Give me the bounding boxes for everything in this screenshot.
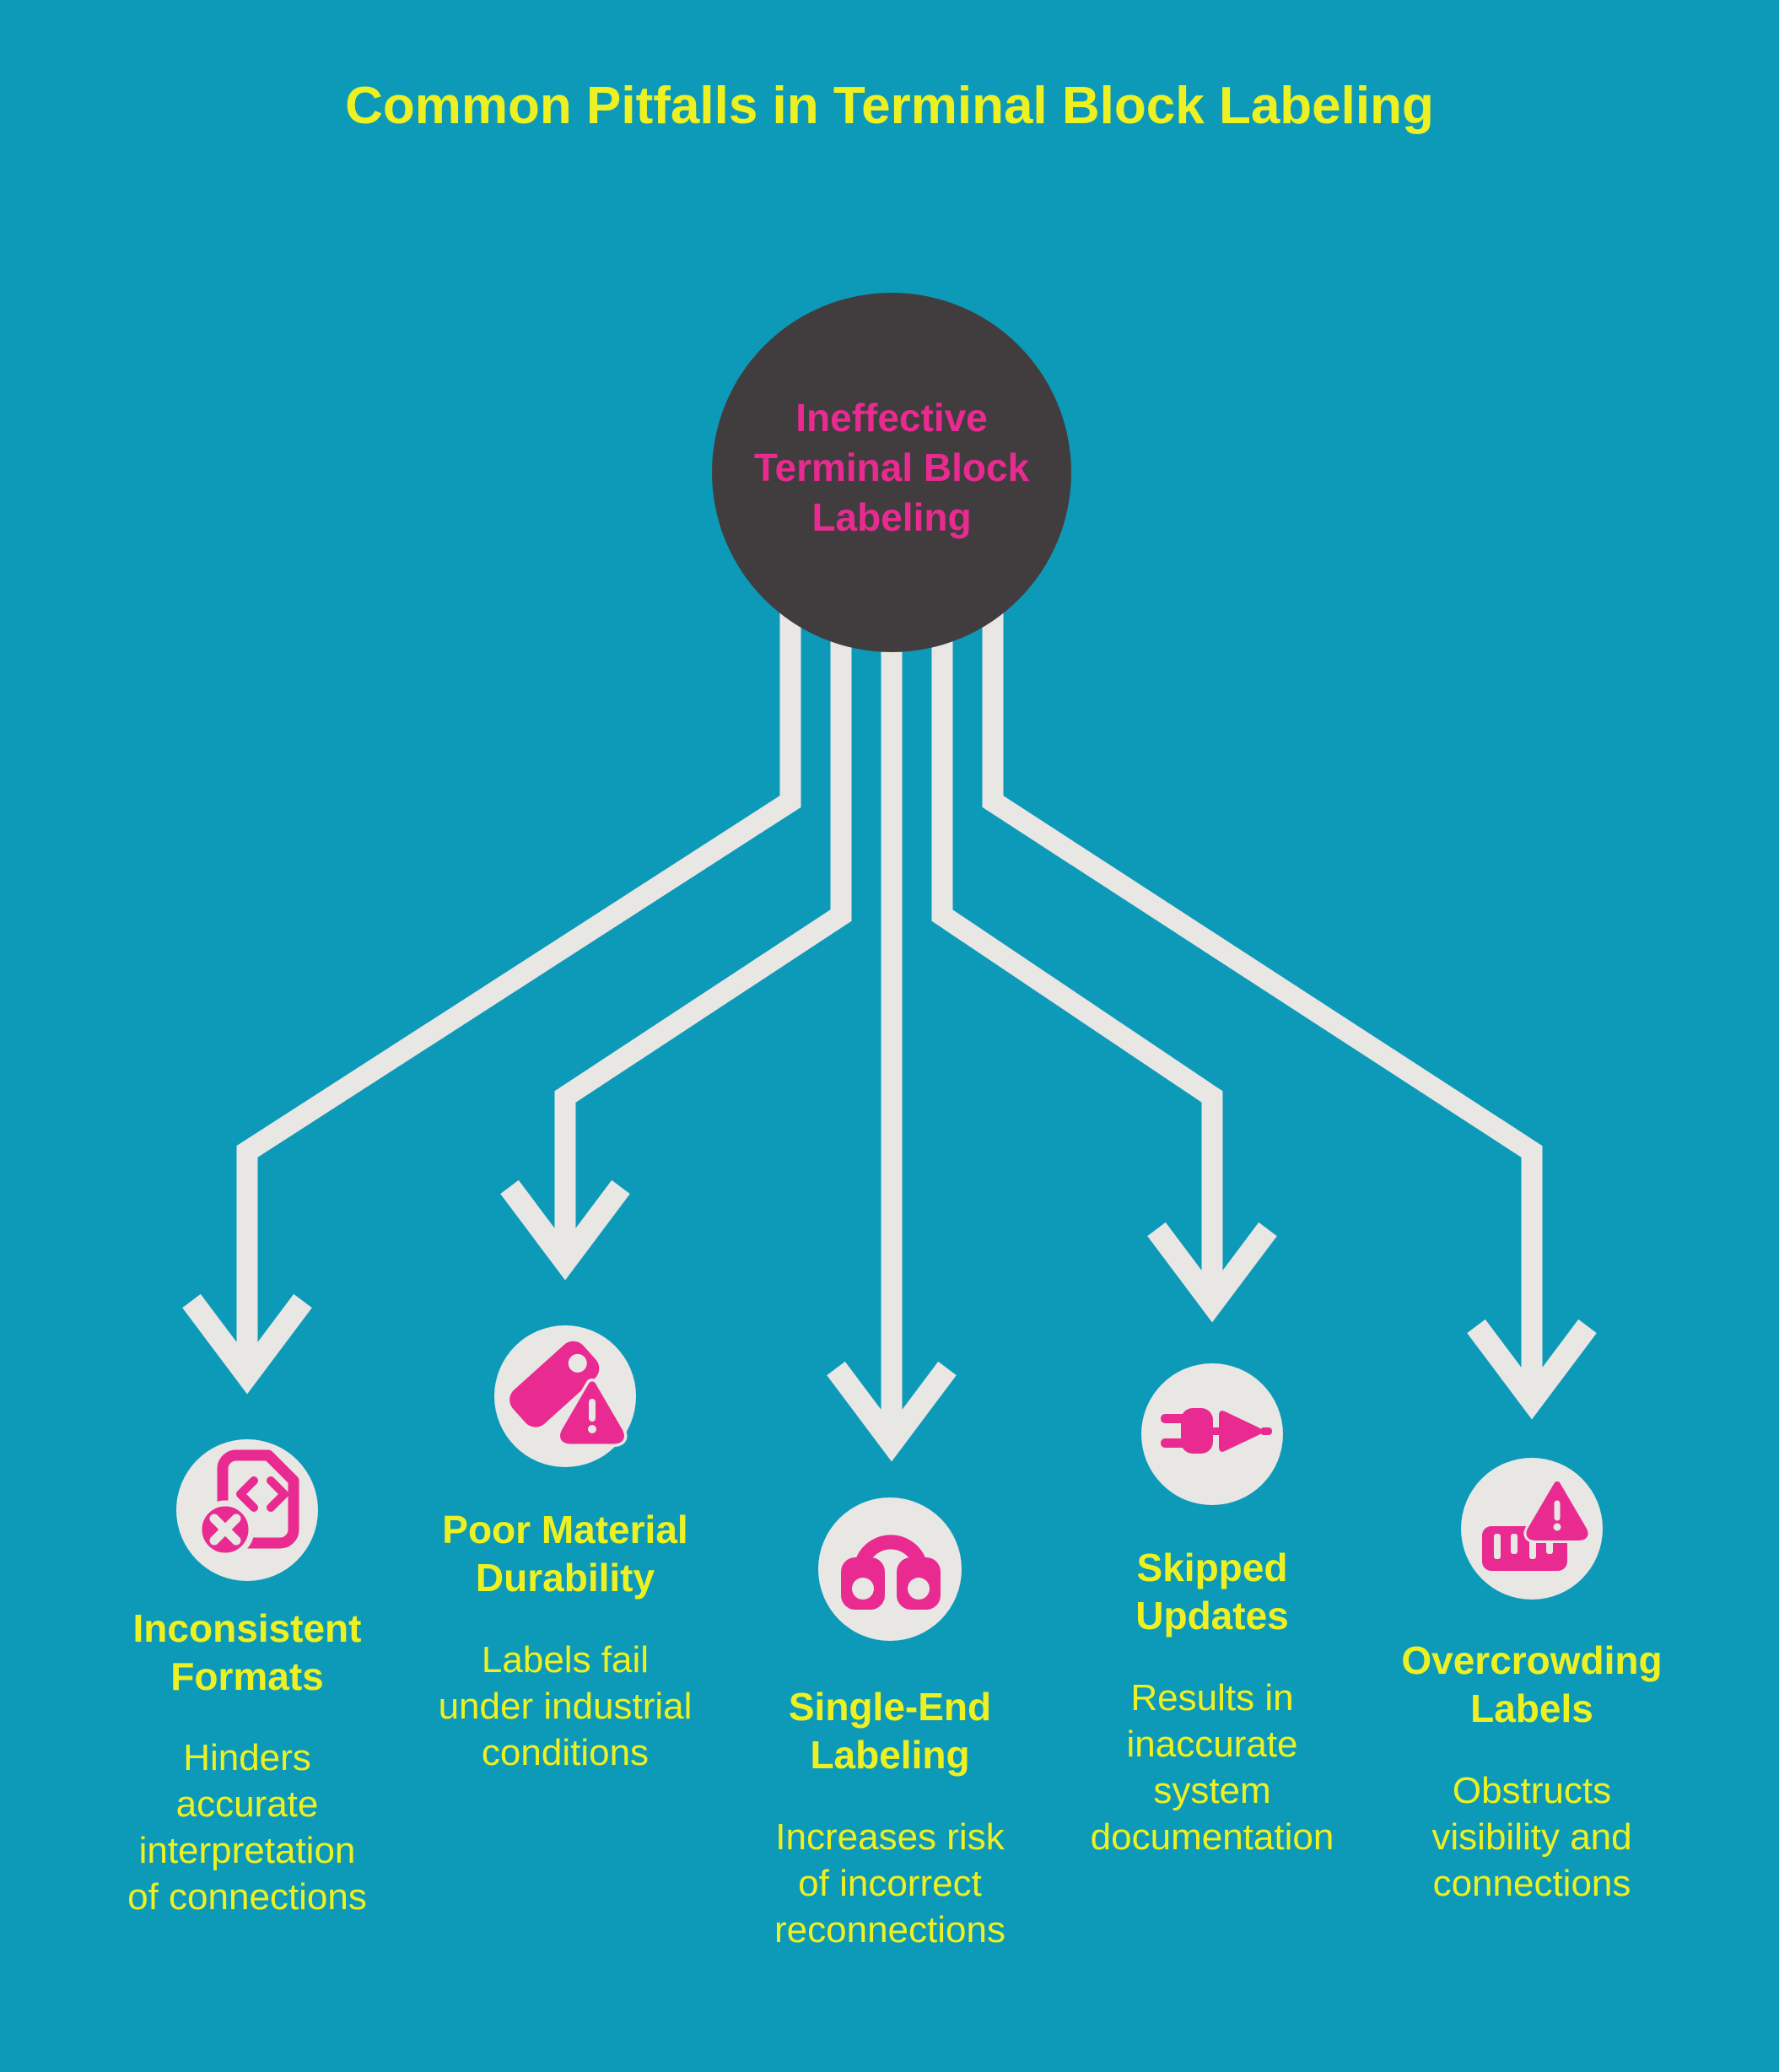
arrowheads [182, 1179, 1597, 1462]
arrow-down-icon [500, 1179, 630, 1281]
branch-4-description: Results in inaccurate system documentati… [1090, 1677, 1334, 1858]
handcuffs-icon [818, 1497, 962, 1641]
connector-branch-2 [554, 540, 852, 1261]
page-title: Common Pitfalls in Terminal Block Labeli… [345, 77, 1434, 135]
connector-lines [236, 540, 1543, 1443]
branch-2-heading: Poor Material Durability [442, 1508, 688, 1600]
branch-4-heading: Skipped Updates [1135, 1546, 1289, 1638]
branch-1-heading: Inconsistent Formats [132, 1606, 362, 1698]
plug-connection-icon [1141, 1363, 1283, 1505]
arrow-down-icon [182, 1293, 312, 1395]
barcode-warning-icon [1461, 1458, 1603, 1600]
branch-5-heading: Overcrowding Labels [1401, 1638, 1663, 1730]
branch-3-heading: Single-End Labeling [788, 1685, 992, 1777]
tag-warning-icon [494, 1325, 636, 1467]
connector-branch-4 [931, 540, 1223, 1303]
branch-3-description: Increases risk of incorrect reconnection… [774, 1816, 1005, 1951]
center-node-label: Ineffective Terminal Block Labeling [753, 396, 1030, 539]
branch-2-description: Labels fail under industrial conditions [438, 1639, 693, 1773]
arrow-down-icon [1147, 1222, 1277, 1323]
connector-branch-1 [236, 540, 801, 1375]
connector-branch-5 [982, 540, 1543, 1400]
document-error-icon [176, 1439, 318, 1581]
center-node-circle [712, 293, 1071, 652]
branch-1-description: Hinders accurate interpretation of conne… [127, 1737, 367, 1918]
branch-5-description: Obstructs visibility and connections [1431, 1770, 1632, 1904]
arrow-down-icon [827, 1361, 957, 1462]
arrow-down-icon [1467, 1319, 1597, 1420]
